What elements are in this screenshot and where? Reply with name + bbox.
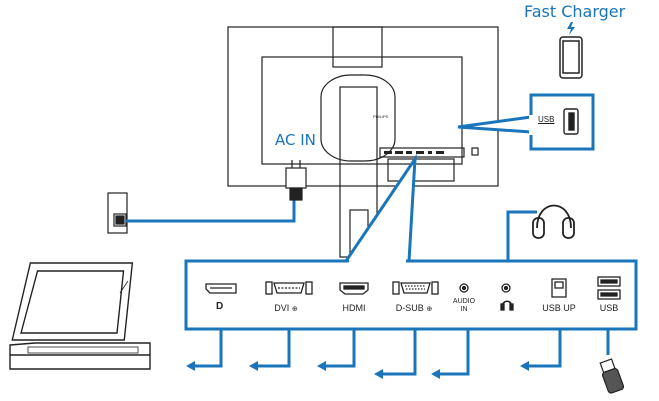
laptop-icon	[9, 262, 151, 370]
usb-side-label: USB	[538, 115, 555, 124]
monitor-rear	[227, 26, 499, 258]
port-label-dvi: DVI ⊕	[274, 303, 298, 313]
usb-side-port-icon	[563, 108, 579, 135]
cable-arrow-hdmi	[323, 330, 356, 368]
displayport-icon: D	[205, 283, 237, 312]
fast-charger-label: Fast Charger	[524, 2, 626, 21]
lightning-icon	[567, 22, 575, 35]
arrowheads	[186, 361, 529, 379]
usb-side-pointer	[457, 115, 533, 134]
cable-arrow-dvi	[255, 330, 291, 368]
svg-text:D: D	[216, 301, 223, 312]
wall-socket-icon	[107, 192, 128, 234]
phone-icon	[559, 36, 583, 79]
usb-a-connector-icon	[597, 276, 621, 300]
dvi-connector-icon	[265, 281, 313, 295]
cable-arrow-dp	[192, 330, 223, 368]
port-label-usb-up: USB UP	[542, 303, 576, 313]
ac-plug-icon	[285, 160, 307, 201]
ac-in-label: AC IN	[275, 131, 316, 149]
port-label-dsub: D-SUB ⊕	[395, 303, 433, 313]
port-label-hdmi: HDMI	[342, 303, 366, 313]
monitor-port-strip	[384, 151, 444, 154]
cable-arrow-audio	[437, 330, 470, 376]
headphone-cable	[506, 210, 537, 263]
hdmi-connector-icon	[339, 282, 369, 295]
cable-arrow-dsub	[380, 330, 417, 376]
usb-stick-icon	[599, 358, 625, 394]
port-panel	[184, 259, 638, 331]
cable-arrow-usbup	[526, 330, 562, 368]
usb-side-box	[529, 93, 595, 151]
vga-connector-icon	[392, 281, 439, 295]
headphones-icon	[532, 204, 575, 239]
port-label-audio-in: AUDIO IN	[452, 298, 476, 313]
brand-logo: PHILIPS	[373, 114, 389, 119]
usb-b-connector-icon	[551, 278, 567, 298]
port-label-usb: USB	[599, 303, 619, 313]
ac-cable	[126, 200, 296, 223]
audio-jack-icon	[459, 283, 469, 293]
headphone-jack-icon	[500, 283, 514, 311]
cable-arrows	[192, 330, 610, 376]
